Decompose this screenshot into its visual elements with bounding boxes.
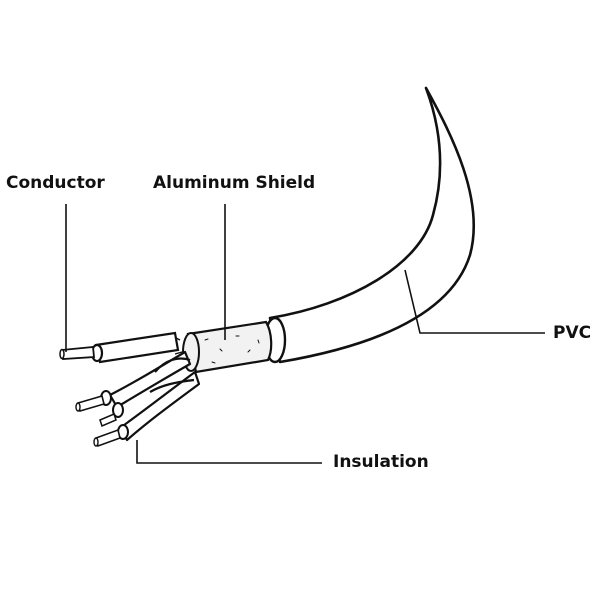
twisted-pair-ends	[75, 390, 129, 448]
label-conductor: Conductor	[6, 173, 105, 193]
label-aluminum-shield: Aluminum Shield	[153, 173, 316, 193]
aluminum-shield	[173, 320, 273, 374]
leader-lines	[65, 204, 545, 464]
leader-insulation	[136, 440, 322, 464]
twisted-pair	[108, 350, 201, 442]
conductor-wire-top	[59, 331, 180, 364]
leader-pvc	[404, 269, 545, 334]
label-insulation: Insulation	[333, 452, 429, 472]
pvc-jacket	[268, 86, 475, 364]
label-pvc: PVC	[553, 323, 592, 343]
